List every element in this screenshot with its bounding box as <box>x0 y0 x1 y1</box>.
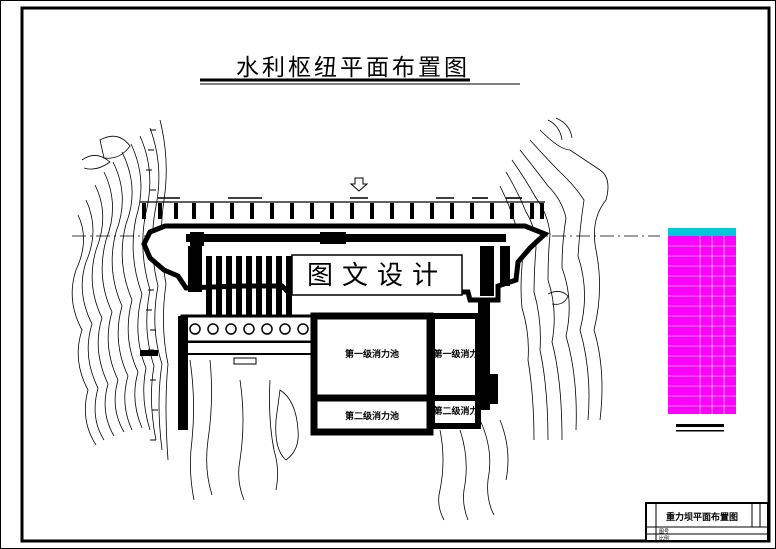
flow-arrow-icon <box>349 177 369 192</box>
drawing-title: 水利枢纽平面布置图 <box>236 55 470 81</box>
downstream-lines <box>189 359 509 521</box>
left-bank-ticks <box>146 129 158 441</box>
powerhouse <box>178 314 314 430</box>
pool-first-right: 第一级消力 <box>433 348 478 360</box>
watermark: 图文设计 <box>307 261 447 291</box>
pool-second-right: 第二级消力 <box>433 405 478 417</box>
title-block-row1: 图号 <box>659 529 669 535</box>
left-bank-contours <box>71 119 169 461</box>
right-bank-contours <box>499 117 609 441</box>
title-block-name: 重力坝平面布置图 <box>666 511 738 523</box>
left-bank-structure <box>140 350 257 365</box>
stilling-basins <box>310 300 498 436</box>
legend-table <box>668 228 736 414</box>
title-block-row2: 比例 <box>659 535 669 542</box>
inner-frame <box>20 6 771 543</box>
pool-second-left: 第二级消力池 <box>345 410 399 422</box>
scale-bar <box>676 424 724 432</box>
pool-first-left: 第一级消力池 <box>345 348 399 360</box>
title-block <box>645 502 769 542</box>
watermark-band <box>291 254 463 296</box>
upstream-pier-row <box>140 201 545 219</box>
